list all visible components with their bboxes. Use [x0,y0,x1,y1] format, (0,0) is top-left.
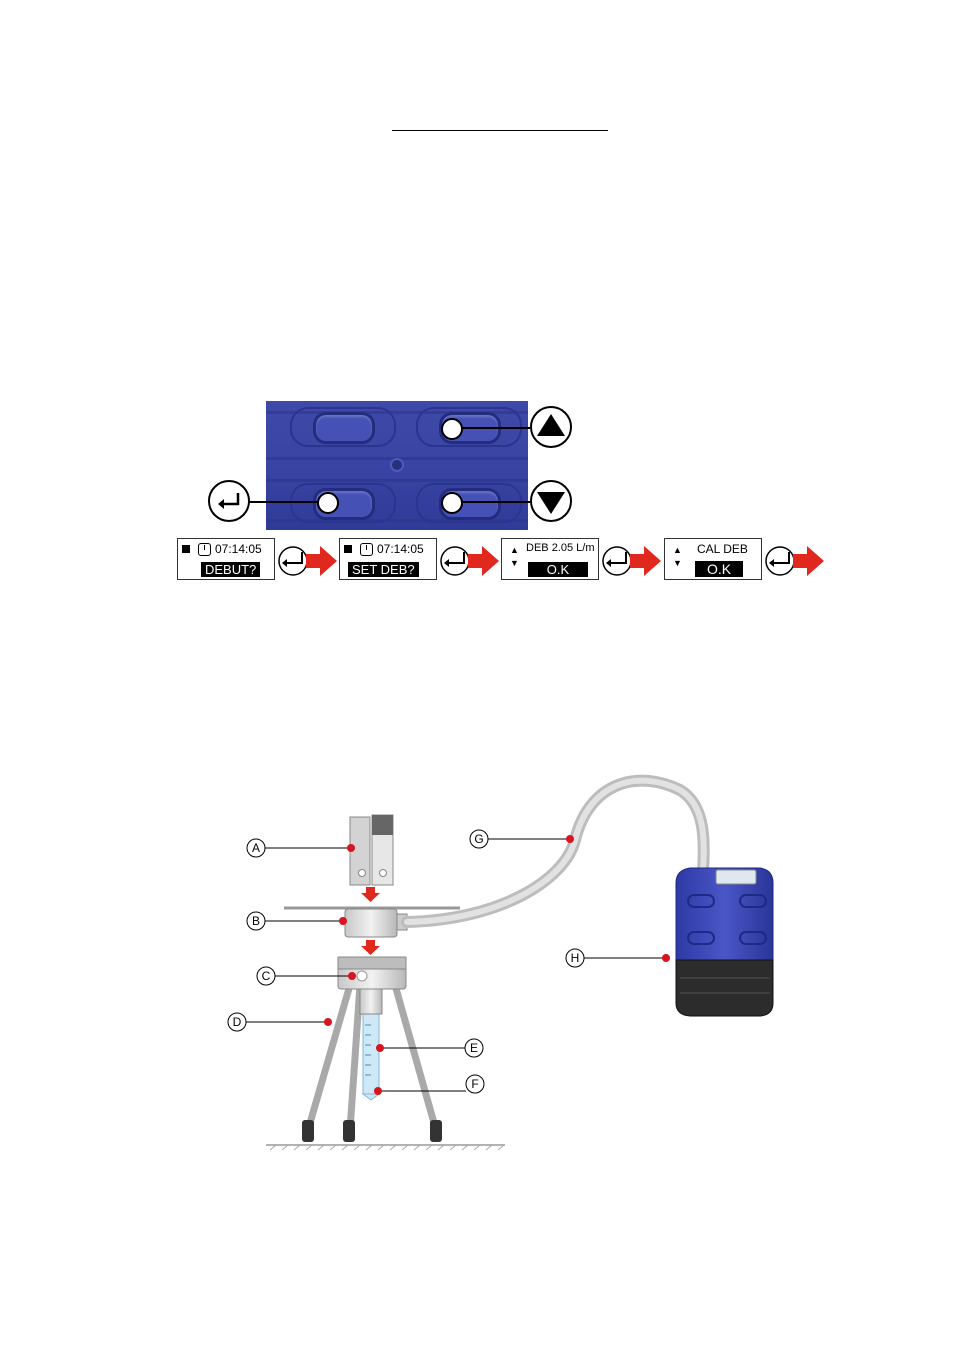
clock-icon [360,542,373,556]
callout-g: G [474,832,483,846]
connector-4 [765,546,824,576]
down-triangle-icon [537,492,565,514]
callout-dots [324,835,670,1095]
screen-3-value: 2.05 L/m [551,542,595,554]
screen-2-time: 07:14:05 [377,542,424,556]
screen-2: 07:14:05 SET DEB? [339,538,437,580]
callout-f: F [471,1077,478,1091]
down-lead [461,501,530,503]
down-symbol [530,480,572,522]
screen-1: 07:14:05 DEBUT? [177,538,275,580]
screen-2-action: SET DEB? [348,562,419,577]
down-key-marker [441,492,463,514]
screen-4: ▲ ▼ CAL DEB O.K [664,538,762,580]
callout-c: C [262,969,271,983]
callout-e: E [470,1041,478,1055]
up-triangle-icon [537,414,565,436]
calibration-diagram: A B C D E F G H [227,774,774,1151]
blank-key[interactable] [313,412,375,444]
screen-4-label: CAL DEB [697,542,748,556]
screen-4-up-icon: ▲ [673,545,682,555]
enter-key-marker [317,492,339,514]
enter-lead [248,501,317,503]
pump-keypad [266,401,528,530]
up-symbol [530,406,572,448]
screen-3-label: DEB [526,542,549,554]
screen-4-action: O.K [695,561,743,577]
screen-3-up-icon: ▲ [510,545,519,555]
enter-icon [218,493,240,509]
callout-circles [227,829,585,1094]
screen-1-action: DEBUT? [201,562,261,577]
screen-3: ▲ ▼ DEB 2.05 L/m O.K [501,538,599,580]
screen-3-down-icon: ▼ [510,558,519,568]
up-key-marker [441,418,463,440]
up-lead [461,427,530,429]
callout-d: D [233,1015,242,1029]
screen-4-down-icon: ▼ [673,558,682,568]
enter-symbol [208,480,250,522]
title-underline [392,130,608,131]
stop-icon [182,545,190,553]
connector-1 [278,546,337,576]
clock-icon [198,542,211,556]
screen-1-time: 07:14:05 [215,542,262,556]
stop-icon [344,545,352,553]
connector-3 [602,546,661,576]
callout-leaders [246,838,666,1092]
connector-2 [440,546,499,576]
callout-a: A [252,841,260,855]
screw-hole [390,458,404,472]
flow-connectors [278,546,824,576]
callout-b: B [252,914,260,928]
screen-3-action: O.K [528,562,588,577]
callout-h: H [571,951,580,965]
